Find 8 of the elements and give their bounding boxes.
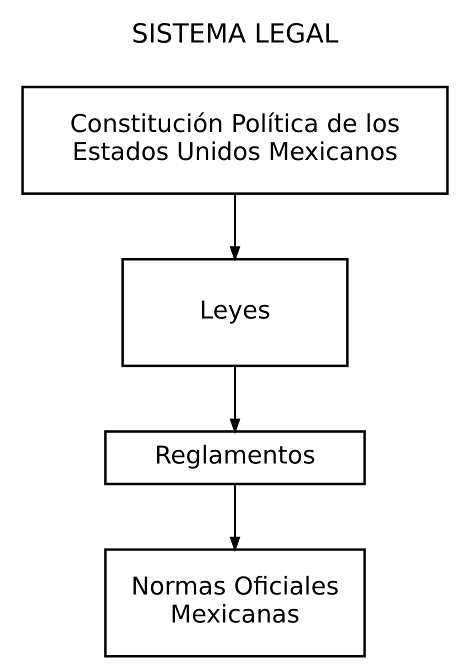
diagram-title: SISTEMA LEGAL: [132, 19, 338, 50]
node-box: Constitución Política de los Estados Unidos Mexicanos: [21, 86, 449, 195]
arrow: [230, 194, 240, 262]
node-box: Reglamentos: [104, 430, 366, 486]
node-box: Leyes: [121, 258, 349, 368]
arrow: [230, 484, 240, 552]
node-box: Normas Oficiales Mexicanas: [104, 548, 366, 658]
arrow: [230, 366, 240, 434]
